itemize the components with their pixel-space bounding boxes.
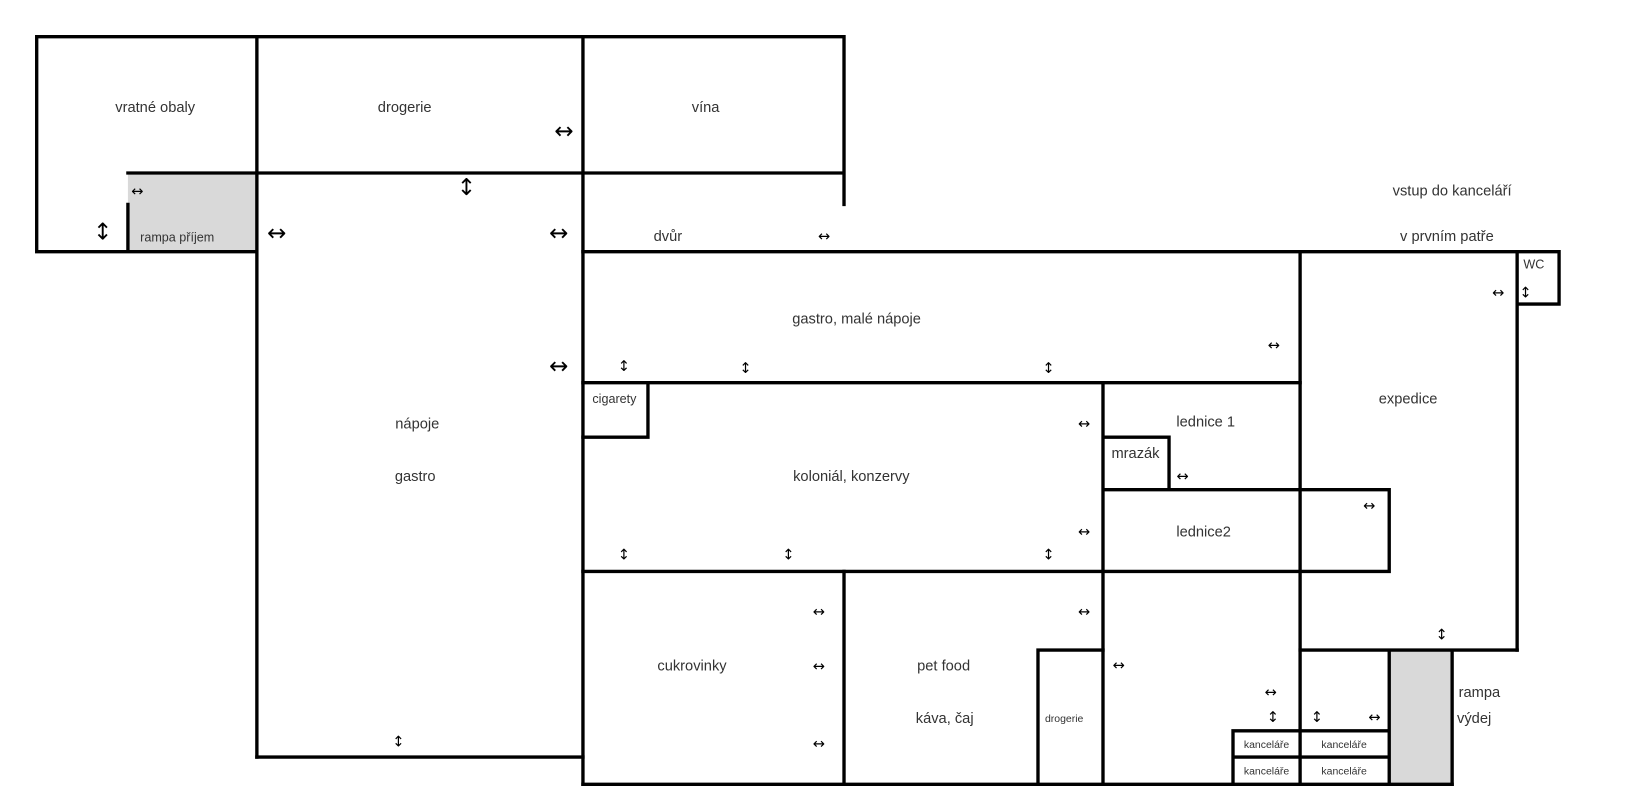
horizontal-door-arrow-icon: ↔ — [818, 228, 830, 245]
vertical-door-arrow-icon: ↕ — [457, 175, 476, 201]
room-label-kancelare: kanceláře — [1244, 766, 1290, 777]
room-label-kolonial-konzervy: koloniál, konzervy — [793, 469, 910, 485]
horizontal-door-arrow-icon: ↔ — [813, 735, 825, 752]
vertical-door-arrow-icon: ↕ — [1311, 709, 1323, 726]
horizontal-door-arrow-icon: ↔ — [267, 220, 286, 246]
horizontal-door-arrow-icon: ↔ — [1078, 524, 1090, 541]
vertical-door-arrow-icon: ↕ — [1519, 285, 1531, 302]
room-label-kancelare: kanceláře — [1244, 740, 1290, 751]
vertical-door-arrow-icon: ↕ — [782, 547, 794, 564]
horizontal-door-arrow-icon: ↔ — [1177, 468, 1189, 485]
horizontal-door-arrow-icon: ↔ — [813, 658, 825, 675]
vertical-door-arrow-icon: ↕ — [392, 733, 404, 750]
room-label-rampa: rampa — [1459, 685, 1501, 701]
note-office-entry-line1: vstup do kanceláří — [1393, 184, 1512, 200]
room-label-rampa-prijem: rampa příjem — [140, 230, 214, 244]
room-label-cigarety: cigarety — [592, 392, 637, 406]
note-office-entry-line2: v prvním patře — [1400, 229, 1494, 245]
horizontal-door-arrow-icon: ↔ — [554, 119, 573, 145]
vertical-door-arrow-icon: ↕ — [739, 360, 751, 377]
room-label-kava-caj: káva, čaj — [916, 711, 974, 727]
room-label-lednice2: lednice2 — [1176, 525, 1231, 541]
room-label-kancelare: kanceláře — [1321, 766, 1367, 777]
vertical-door-arrow-icon: ↕ — [1267, 709, 1279, 726]
horizontal-door-arrow-icon: ↔ — [549, 220, 568, 246]
horizontal-door-arrow-icon: ↔ — [1078, 603, 1090, 620]
room-label-vydej: výdej — [1457, 711, 1491, 727]
horizontal-door-arrow-icon: ↔ — [1113, 657, 1125, 674]
room-label-wc: WC — [1523, 258, 1544, 272]
room-label-pet-food: pet food — [917, 659, 970, 675]
ramp-dispatch-area — [1389, 650, 1453, 785]
room-label-expedice: expedice — [1379, 391, 1438, 407]
room-label-mrazak: mrazák — [1111, 446, 1160, 462]
room-label-drogerie: drogerie — [378, 100, 432, 116]
horizontal-door-arrow-icon: ↔ — [1368, 709, 1380, 726]
vertical-door-arrow-icon: ↕ — [618, 547, 630, 564]
room-label-lednice1: lednice 1 — [1176, 414, 1235, 430]
walls — [35, 35, 1561, 786]
vertical-door-arrow-icon: ↕ — [1042, 547, 1054, 564]
horizontal-door-arrow-icon: ↔ — [549, 353, 568, 379]
horizontal-door-arrow-icon: ↔ — [131, 183, 143, 200]
room-label-gastro-male-napoje: gastro, malé nápoje — [792, 312, 921, 328]
room-label-vina: vína — [692, 100, 721, 116]
room-label-vratne-obaly: vratné obaly — [115, 100, 196, 116]
horizontal-door-arrow-icon: ↔ — [1492, 285, 1504, 302]
ramp-receiving-area — [127, 173, 257, 252]
room-label-gastro: gastro — [395, 469, 436, 485]
horizontal-door-arrow-icon: ↔ — [813, 603, 825, 620]
vertical-door-arrow-icon: ↕ — [1436, 626, 1448, 643]
vertical-door-arrow-icon: ↕ — [618, 358, 630, 375]
room-label-drogerie-small: drogerie — [1045, 714, 1084, 725]
room-label-kancelare: kanceláře — [1321, 740, 1367, 751]
room-label-dvur: dvůr — [654, 229, 683, 245]
room-label-napoje: nápoje — [395, 417, 439, 433]
horizontal-door-arrow-icon: ↔ — [1265, 684, 1277, 701]
room-label-cukrovinky: cukrovinky — [657, 659, 727, 675]
vertical-door-arrow-icon: ↕ — [1042, 360, 1054, 377]
door-arrows: ↔ ↕ ↔ ↕ ↔ ↔ ↔ ↔ ↕ ↕ ↕ ↔ ↔ ↕ ↔ ↔ ↔ ↔ ↕ ↕ ↕ ↔ ↔ ↔ ↔ ↔ ↕ ↕ ↔ ↕ ↕ ↔ — [93, 119, 1532, 753]
horizontal-door-arrow-icon: ↔ — [1268, 337, 1280, 354]
horizontal-door-arrow-icon: ↔ — [1078, 416, 1090, 433]
horizontal-door-arrow-icon: ↔ — [1363, 497, 1375, 514]
vertical-door-arrow-icon: ↕ — [93, 219, 112, 245]
